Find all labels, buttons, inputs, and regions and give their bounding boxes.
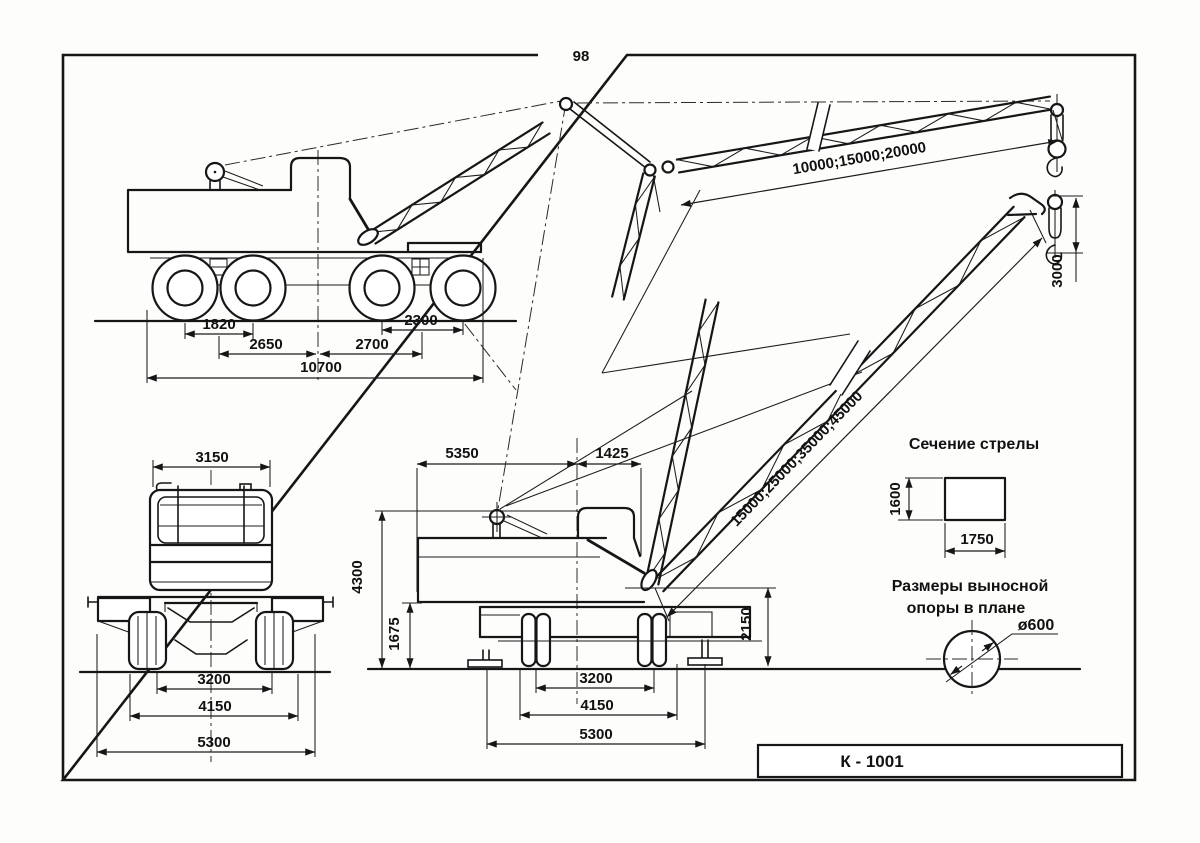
dim-1600: 1600 xyxy=(887,482,904,515)
boom-section-title: Сечение стрелы xyxy=(909,436,1039,453)
outrigger-title-line1: Размеры выносной xyxy=(892,578,1049,595)
dim-1675: 1675 xyxy=(386,617,403,650)
strut-pulley xyxy=(558,96,574,112)
front-dimensions: 3150 3200 4150 5300 xyxy=(96,449,316,757)
dim-2150: 2150 xyxy=(738,607,755,640)
dim-3200-working: 3200 xyxy=(579,670,612,687)
jib-configuration-view: 10000;15000;20000 xyxy=(558,94,1067,301)
axis-lines xyxy=(210,99,1051,762)
dim-boom-lengths: 15000;25000;35000;45000 xyxy=(727,388,866,530)
boom-section-diagram: Сечение стрелы 1600 1750 xyxy=(887,436,1039,558)
working-dimensions: 5350 1425 4300 1675 2150 3200 4150 5300 xyxy=(349,445,776,749)
dim-1750: 1750 xyxy=(960,531,993,548)
dim-2300: 2300 xyxy=(404,312,437,329)
dim-5300-front: 5300 xyxy=(197,734,230,751)
dim-2700: 2700 xyxy=(355,336,388,353)
dim-1425: 1425 xyxy=(595,445,628,462)
dim-2650: 2650 xyxy=(249,336,282,353)
dim-4300: 4300 xyxy=(349,560,366,593)
transport-dimensions: 1820 2300 2650 2700 10700 xyxy=(146,258,484,383)
dim-10700: 10700 xyxy=(300,359,342,376)
hook-drop-dimension: 3000 xyxy=(1047,195,1083,288)
dim-5300-working: 5300 xyxy=(579,726,612,743)
title-block: К - 1001 xyxy=(756,743,1124,779)
transport-side-view: 1820 2300 2650 2700 10700 xyxy=(93,121,551,383)
dim-3200-front: 3200 xyxy=(197,671,230,688)
dim-diameter-600: ø600 xyxy=(1018,617,1055,634)
dim-3000: 3000 xyxy=(1049,254,1066,287)
front-view: 3150 3200 4150 5300 xyxy=(78,449,334,757)
dim-3150: 3150 xyxy=(195,449,228,466)
outrigger-title-line2: опоры в плане xyxy=(907,600,1026,617)
dim-5350: 5350 xyxy=(445,445,478,462)
main-boom-hook-block xyxy=(1006,190,1064,265)
outrigger-plan-diagram: Размеры выносной опоры в плане ø600 xyxy=(892,578,1058,698)
crane-model: К - 1001 xyxy=(840,752,903,771)
page-number: 98 xyxy=(573,48,590,65)
dim-1820: 1820 xyxy=(202,316,235,333)
dim-4150-working: 4150 xyxy=(580,697,613,714)
jib-hook-block xyxy=(1046,94,1067,178)
dim-4150-front: 4150 xyxy=(198,698,231,715)
